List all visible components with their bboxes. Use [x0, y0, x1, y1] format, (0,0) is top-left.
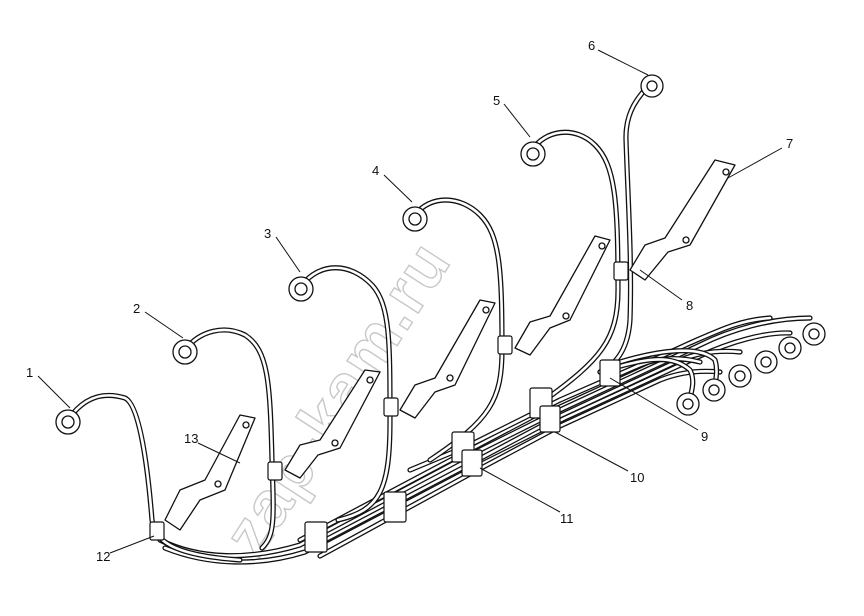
mounting-brackets [164, 159, 736, 531]
nut-2 [172, 339, 198, 365]
callout-3: 3 [264, 226, 271, 241]
callout-12: 12 [96, 549, 110, 564]
nut-lower-b [702, 378, 726, 402]
callout-4: 4 [372, 163, 379, 178]
callout-11: 11 [560, 511, 574, 526]
callout-9: 9 [701, 429, 708, 444]
callout-7: 7 [786, 136, 793, 151]
bundle-clips [149, 261, 629, 553]
callout-2: 2 [133, 301, 140, 316]
nut-4 [402, 206, 428, 232]
callout-8: 8 [686, 298, 693, 313]
callout-labels: 1 2 3 4 5 6 7 8 9 10 11 12 13 [26, 38, 793, 564]
bundle-tube-fill [318, 369, 722, 558]
bundle-tube-fill [163, 331, 792, 564]
nut-1 [55, 409, 81, 435]
nut-lower-d [754, 350, 778, 374]
nut-6 [640, 74, 664, 98]
nut-lower-e [778, 336, 802, 360]
callout-13: 13 [184, 431, 198, 446]
injector-lines [65, 79, 720, 563]
nut-lower-c [728, 364, 752, 388]
callout-5: 5 [493, 93, 500, 108]
nut-5 [520, 141, 546, 167]
union-nuts [55, 74, 826, 435]
nut-lower-f [802, 322, 826, 346]
callout-10: 10 [630, 470, 644, 485]
callout-1: 1 [26, 365, 33, 380]
bundle-tube-outline [317, 368, 723, 559]
nut-lower-a [676, 392, 700, 416]
callout-6: 6 [588, 38, 595, 53]
nut-3 [288, 276, 314, 302]
leader-lines [37, 49, 783, 554]
